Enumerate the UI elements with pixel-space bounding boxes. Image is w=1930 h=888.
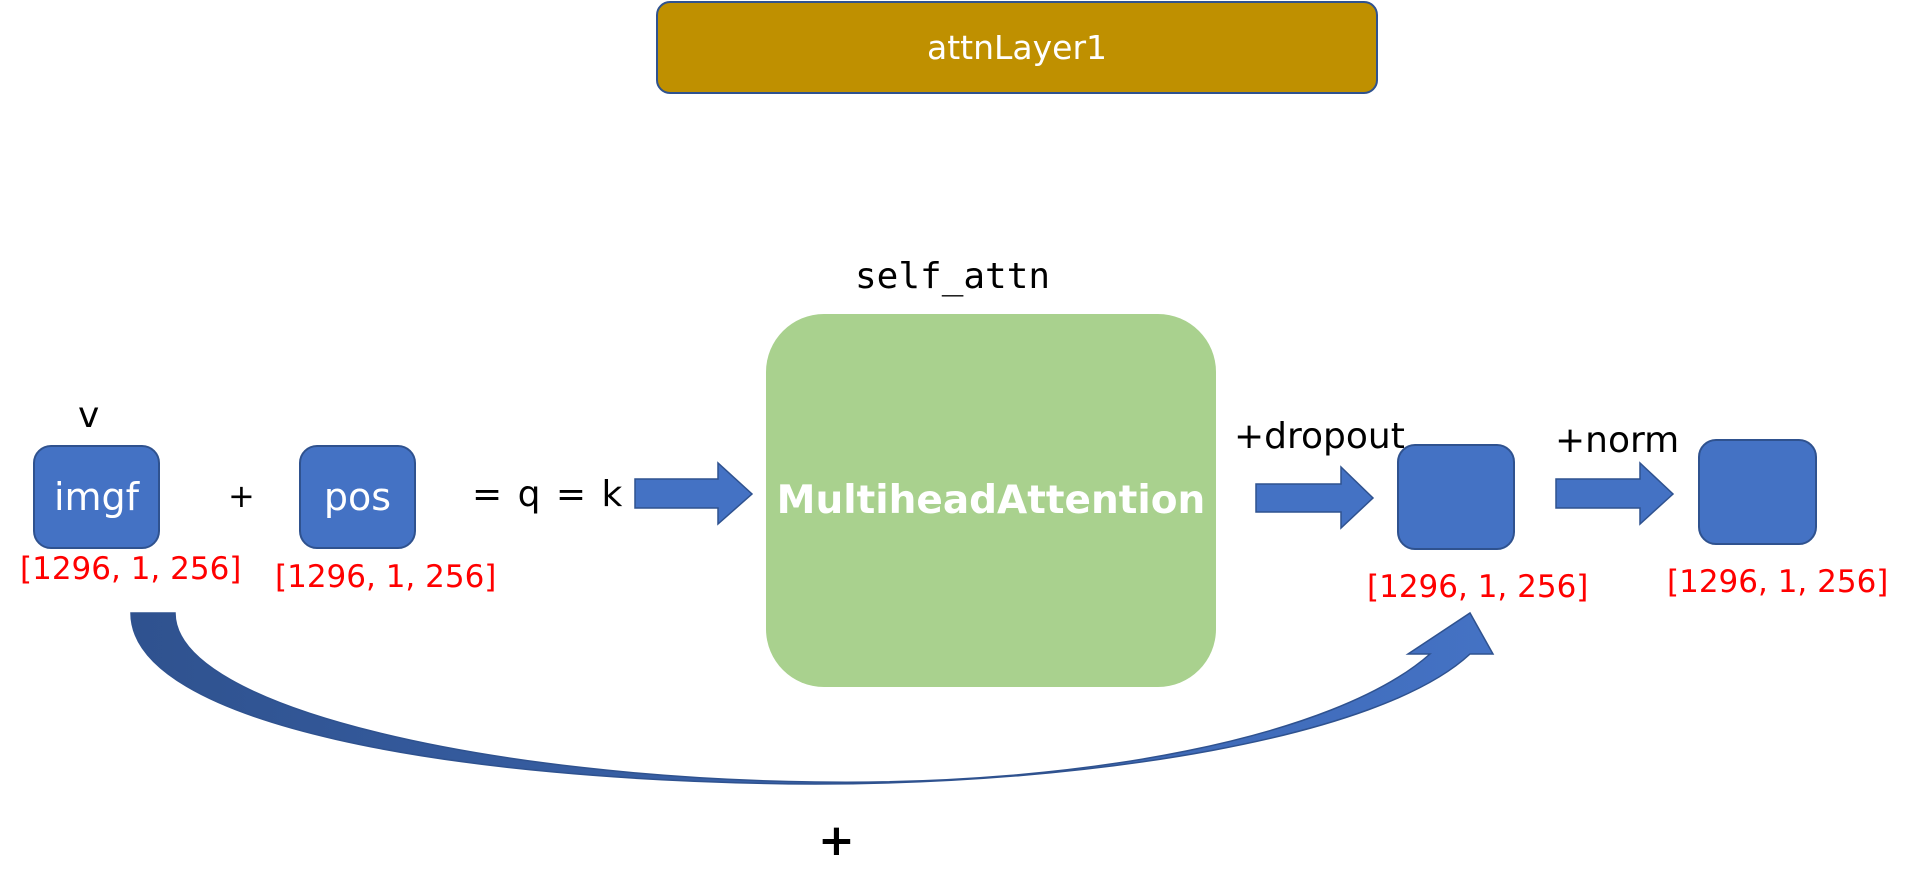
multihead-attention-label: MultiheadAttention <box>776 478 1206 523</box>
plus-operator: + <box>228 477 255 515</box>
norm-output-shape: [1296, 1, 256] <box>1667 564 1889 600</box>
dropout-output-shape: [1296, 1, 256] <box>1367 569 1589 605</box>
arrow-norm <box>1555 461 1675 526</box>
arrow-dropout <box>1255 465 1375 530</box>
norm-label: +norm <box>1555 420 1680 461</box>
imgf-label: imgf <box>53 475 140 519</box>
pos-shape: [1296, 1, 256] <box>275 559 497 595</box>
residual-plus-label: + <box>818 815 855 866</box>
imgf-node: imgf <box>33 445 160 549</box>
self-attn-label: self_attn <box>855 256 1051 297</box>
arrow-to-attention <box>634 461 754 526</box>
multihead-attention-block: MultiheadAttention <box>766 314 1216 687</box>
residual-curved-arrow <box>130 611 1495 785</box>
dropout-output-node <box>1397 444 1515 550</box>
layer-title: attnLayer1 <box>656 1 1378 94</box>
imgf-shape: [1296, 1, 256] <box>20 551 242 587</box>
v-label: v <box>78 395 100 436</box>
pos-node: pos <box>299 445 416 549</box>
dropout-label: +dropout <box>1234 416 1405 457</box>
pos-label: pos <box>323 475 392 519</box>
qk-label: = q = k <box>472 474 623 515</box>
norm-output-node <box>1698 439 1817 545</box>
